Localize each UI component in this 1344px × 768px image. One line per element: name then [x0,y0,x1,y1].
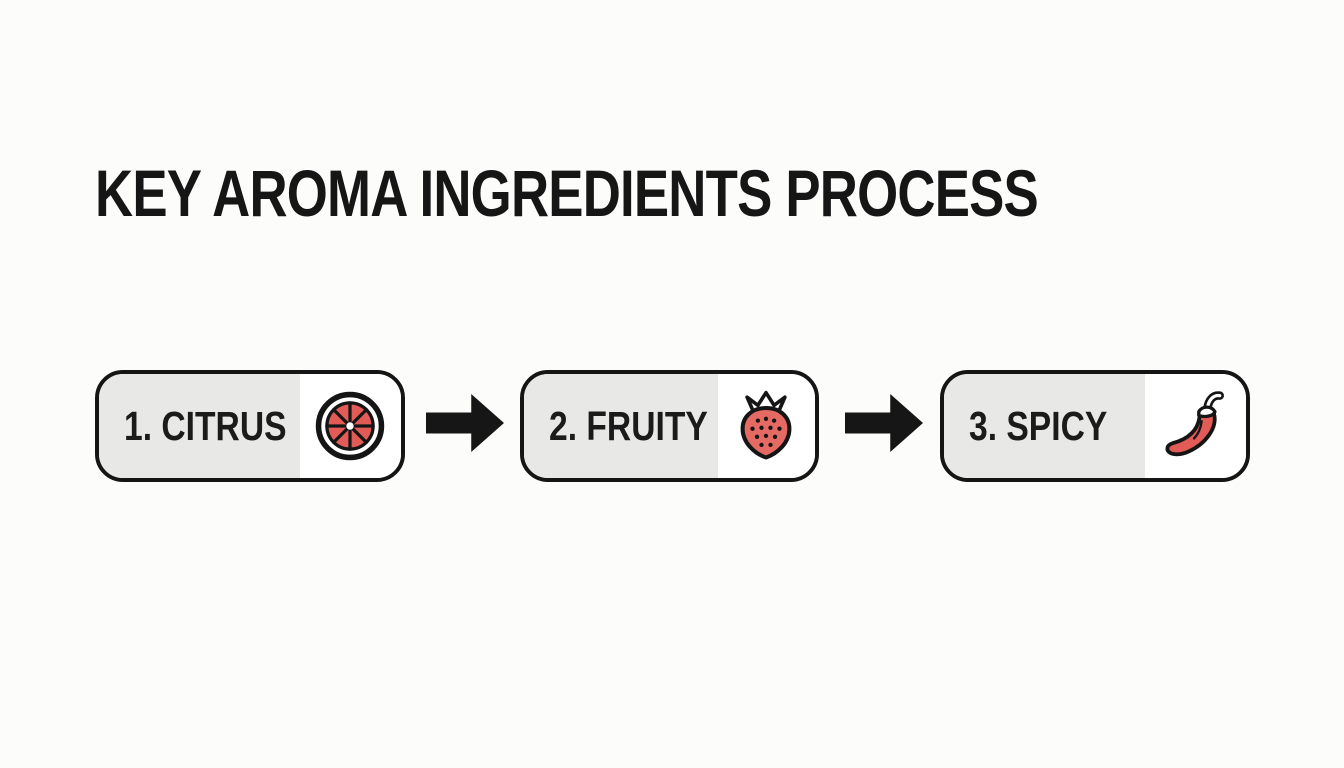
step-label-area: 2. FRUITY [524,374,718,478]
citrus-slice-icon [313,389,387,463]
step-icon-area [299,374,401,478]
chili-pepper-icon [1157,388,1233,464]
step-box-spicy: 3. SPICY [940,370,1250,482]
step-icon-area [1144,374,1246,478]
page-title: KEY AROMA INGREDIENTS PROCESS [95,156,1039,230]
step-box-citrus: 1. CITRUS [95,370,405,482]
step-box-fruity: 2. FRUITY [520,370,819,482]
step-label-area: 3. SPICY [944,374,1145,478]
flow-arrow-right-icon [845,394,923,452]
step-label-fruity: 2. FRUITY [549,402,708,449]
step-label-spicy: 3. SPICY [969,402,1108,449]
process-flow: 1. CITRUS 2. FRUIT [0,370,1344,482]
step-icon-area [717,374,815,478]
flow-arrow-right-icon [426,394,504,452]
step-label-area: 1. CITRUS [99,374,300,478]
strawberry-icon [730,386,802,466]
step-label-citrus: 1. CITRUS [124,402,287,449]
